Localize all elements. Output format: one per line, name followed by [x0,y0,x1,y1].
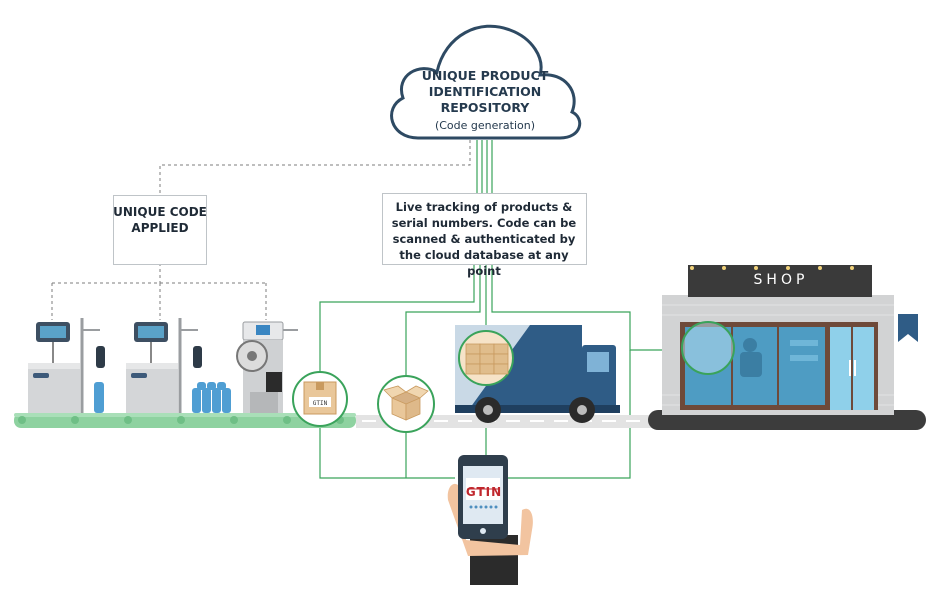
shop-icon [662,265,894,415]
live-tracking-box [382,193,587,265]
live-tracking-label: Live tracking of products & serial numbe… [391,200,577,278]
tracking-lines [319,140,685,479]
printer-machine-icon [28,318,105,413]
conveyor-belt [14,413,356,428]
phone-code-label: GTIN [465,485,503,499]
labeler-machine-icon [236,321,298,413]
cloud-icon [390,24,582,140]
cloud-title: UNIQUE PRODUCT IDENTIFICATION REPOSITORY [421,68,549,115]
open-box-icon [377,375,435,433]
unique-code-box [113,195,207,265]
hand-icon [447,483,533,585]
phone-icon [458,455,508,539]
bookmark-icon [898,314,918,342]
box-stack-icon [458,330,514,386]
shop-sign: SHOP [753,272,809,288]
svg-text:GTIN: GTIN [313,400,328,407]
unique-code-label: UNIQUE CODE APPLIED [113,205,207,235]
printer-machine-icon [126,318,231,413]
cloud-subtitle: (Code generation) [434,119,536,132]
dashed-connectors [51,140,471,320]
box-icon: GTIN [292,371,348,427]
